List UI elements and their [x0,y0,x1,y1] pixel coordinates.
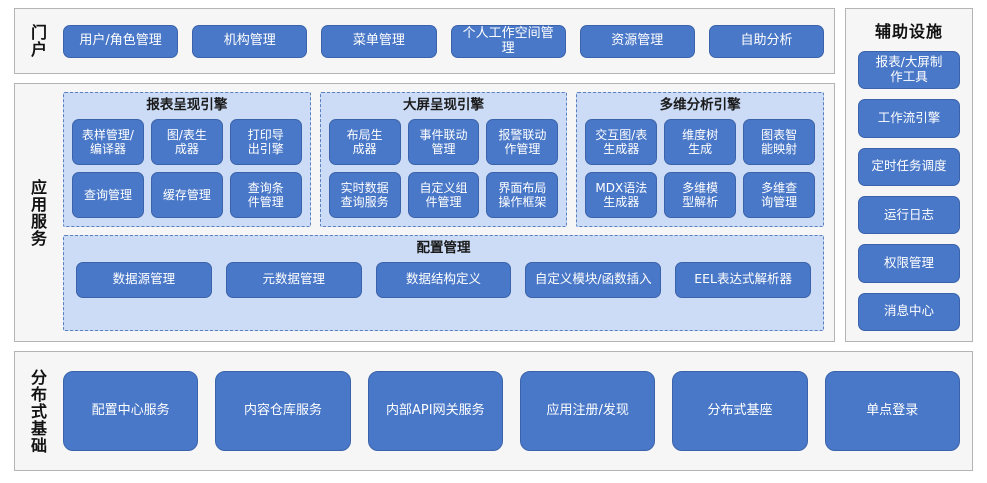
node-olap-dimension-tree-generation[interactable]: 维度树 生成 [664,118,737,165]
aux-node-report-bigscreen-authoring-tool[interactable]: 报表/大屏制 作工具 [858,51,960,90]
aux-node-permission-management[interactable]: 权限管理 [858,244,960,283]
panel-bigscreen-engine: 大屏呈现引擎 布局生 成器 事件联动 管理 报警联动 作管理 实时数据 查询服务… [319,92,568,227]
node-bigscreen-event-linkage-management[interactable]: 事件联动 管理 [407,118,480,165]
aux-node-scheduled-task-scheduler[interactable]: 定时任务调度 [858,147,960,186]
portal-node-user-role[interactable]: 用户/角色管理 [63,24,179,58]
panel-configuration-management: 配置管理 数据源管理 元数据管理 数据结构定义 自定义模块/函数插入 EEL表达… [63,234,824,331]
base-node-single-sign-on[interactable]: 单点登录 [824,371,960,451]
base-node-app-registry-discovery[interactable]: 应用注册/发现 [519,371,656,451]
node-olap-interactive-chart-generator[interactable]: 交互图/表 生成器 [585,118,658,165]
panel-olap-engine: 多维分析引擎 交互图/表 生成器 维度树 生成 图表智 能映射 MDX语法 生成… [576,92,825,227]
portal-node-org[interactable]: 机构管理 [192,24,308,58]
panel-grid-olap-engine: 交互图/表 生成器 维度树 生成 图表智 能映射 MDX语法 生成器 多维模 型… [585,118,816,218]
panel-title-configuration-management: 配置管理 [416,239,471,256]
aux-node-runtime-log[interactable]: 运行日志 [858,195,960,235]
configuration-node-row: 数据源管理 元数据管理 数据结构定义 自定义模块/函数插入 EEL表达式解析器 [72,261,815,298]
application-service-section: 应用服务 报表呈现引擎 表样管理/ 编译器 图/表生 成器 打印导 出引擎 查询… [14,83,835,342]
portal-band-label: 门户 [27,24,47,58]
panel-title-olap-engine: 多维分析引擎 [659,97,741,113]
main-column: 门户 用户/角色管理 机构管理 菜单管理 个人工作空间管理 资源管理 自助分析 … [14,8,835,342]
node-data-structure-definition[interactable]: 数据结构定义 [375,261,512,298]
node-report-template-compiler[interactable]: 表样管理/ 编译器 [72,118,144,165]
node-eel-expression-parser[interactable]: EEL表达式解析器 [675,261,811,298]
node-olap-query-management[interactable]: 多维查 询管理 [743,171,816,218]
base-node-content-repository-service[interactable]: 内容仓库服务 [215,371,351,451]
panel-grid-report-engine: 表样管理/ 编译器 图/表生 成器 打印导 出引擎 查询管理 缓存管理 查询条 … [72,118,302,218]
panel-title-report-engine: 报表呈现引擎 [146,97,228,113]
node-olap-model-parsing[interactable]: 多维模 型解析 [664,171,737,218]
panel-report-engine: 报表呈现引擎 表样管理/ 编译器 图/表生 成器 打印导 出引擎 查询管理 缓存… [63,92,311,227]
node-report-query-condition-management[interactable]: 查询条 件管理 [229,171,302,218]
auxiliary-facilities-title: 辅助设施 [874,22,943,41]
application-service-band-body: 报表呈现引擎 表样管理/ 编译器 图/表生 成器 打印导 出引擎 查询管理 缓存… [59,84,834,341]
portal-node-row: 用户/角色管理 机构管理 菜单管理 个人工作空间管理 资源管理 自助分析 [59,24,834,58]
node-custom-module-function-insert[interactable]: 自定义模块/函数插入 [525,261,662,298]
base-node-internal-api-gateway-service[interactable]: 内部API网关服务 [367,371,503,451]
base-node-distributed-foundation[interactable]: 分布式基座 [672,371,808,451]
application-service-band-label: 应用服务 [27,178,47,247]
panel-grid-bigscreen-engine: 布局生 成器 事件联动 管理 报警联动 作管理 实时数据 查询服务 自定义组 件… [328,118,559,218]
base-node-config-center-service[interactable]: 配置中心服务 [63,371,199,451]
aux-node-message-center[interactable]: 消息中心 [858,292,960,331]
engines-row: 报表呈现引擎 表样管理/ 编译器 图/表生 成器 打印导 出引擎 查询管理 缓存… [63,92,825,227]
node-olap-chart-smart-mapping[interactable]: 图表智 能映射 [743,118,816,165]
distributed-base-section: 分布式基础 配置中心服务 内容仓库服务 内部API网关服务 应用注册/发现 分布… [14,351,973,471]
node-report-print-export-engine[interactable]: 打印导 出引擎 [229,118,302,165]
distributed-base-band-label: 分布式基础 [27,368,47,454]
auxiliary-facilities-list: 报表/大屏制 作工具 工作流引擎 定时任务调度 运行日志 权限管理 消息中心 [858,51,960,331]
portal-band-body: 用户/角色管理 机构管理 菜单管理 个人工作空间管理 资源管理 自助分析 [59,9,834,73]
aux-node-workflow-engine[interactable]: 工作流引擎 [858,99,960,138]
node-report-chart-generator[interactable]: 图/表生 成器 [150,118,223,165]
node-report-cache-management[interactable]: 缓存管理 [150,171,223,218]
node-bigscreen-realtime-data-query-service[interactable]: 实时数据 查询服务 [328,171,401,218]
node-bigscreen-ui-layout-framework[interactable]: 界面布局 操作框架 [486,171,559,218]
node-report-query-management[interactable]: 查询管理 [72,171,144,218]
portal-node-self-service[interactable]: 自助分析 [708,24,825,58]
node-olap-mdx-syntax-generator[interactable]: MDX语法 生成器 [585,171,658,218]
node-bigscreen-alarm-action-management[interactable]: 报警联动 作管理 [486,118,559,165]
portal-node-menu[interactable]: 菜单管理 [321,24,437,58]
node-bigscreen-layout-generator[interactable]: 布局生 成器 [328,118,401,165]
auxiliary-facilities-section: 辅助设施 报表/大屏制 作工具 工作流引擎 定时任务调度 运行日志 权限管理 消… [845,8,973,342]
panel-title-bigscreen-engine: 大屏呈现引擎 [403,97,484,113]
diagram-upper-columns: 门户 用户/角色管理 机构管理 菜单管理 个人工作空间管理 资源管理 自助分析 … [14,8,973,342]
node-metadata-management[interactable]: 元数据管理 [225,261,362,298]
distributed-base-node-row: 配置中心服务 内容仓库服务 内部API网关服务 应用注册/发现 分布式基座 单点… [59,371,972,451]
portal-node-workspace[interactable]: 个人工作空间管理 [450,24,566,58]
node-datasource-management[interactable]: 数据源管理 [76,261,212,298]
distributed-base-band-body: 配置中心服务 内容仓库服务 内部API网关服务 应用注册/发现 分布式基座 单点… [59,352,972,470]
portal-section: 门户 用户/角色管理 机构管理 菜单管理 个人工作空间管理 资源管理 自助分析 [14,8,835,74]
portal-node-resource[interactable]: 资源管理 [579,24,695,58]
node-bigscreen-custom-component-management[interactable]: 自定义组 件管理 [407,171,480,218]
